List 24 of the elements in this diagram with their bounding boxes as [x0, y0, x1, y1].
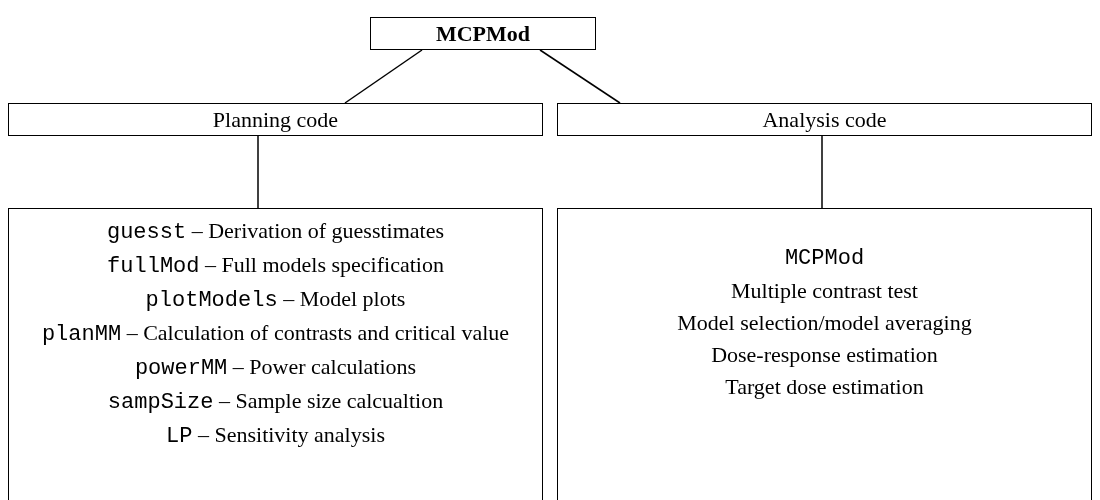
list-item: Dose-response estimation — [710, 341, 939, 369]
section-box — [557, 103, 1092, 136]
section-title: Analysis code — [762, 105, 887, 134]
function-name: MCPMod — [784, 245, 865, 273]
section-box — [370, 17, 596, 50]
list-item: planMM – Calculation of contrasts and critical value — [41, 319, 510, 349]
connector-line — [344, 49, 423, 104]
list-item: fullMod – Full models specification — [107, 251, 444, 281]
list-item: Multiple contrast test — [730, 277, 919, 305]
connector-line — [257, 135, 259, 209]
list-item: Target dose estimation — [724, 373, 925, 401]
connector-line — [821, 135, 823, 209]
list-item: sampSize – Sample size calcualtion — [107, 387, 444, 417]
list-item: LP – Sensitivity analysis — [166, 421, 385, 451]
function-list-box — [557, 208, 1092, 500]
section-box — [8, 103, 543, 136]
list-item: plotModels – Model plots — [145, 285, 406, 315]
function-list-box — [8, 208, 543, 500]
list-item: guesst – Derivation of guesstimates — [106, 217, 445, 247]
list-item: Model selection/model averaging — [676, 309, 973, 337]
list-item: powerMM – Power calculations — [134, 353, 417, 383]
section-title: MCPMod — [435, 19, 531, 48]
section-title: Planning code — [212, 105, 339, 134]
connector-line — [539, 49, 621, 104]
